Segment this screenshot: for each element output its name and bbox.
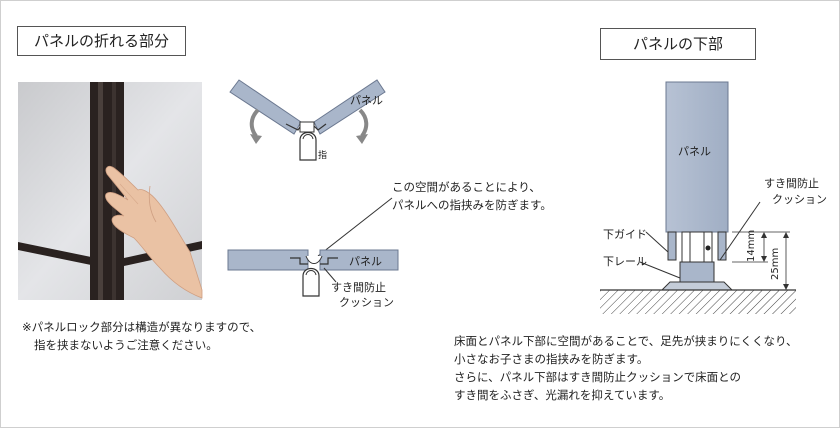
description-line-3: さらに、パネル下部はすき間防止クッションで床面との xyxy=(454,368,741,386)
panel-photo xyxy=(18,82,202,300)
callout-line-2: パネルへの指挟みを防ぎます。 xyxy=(392,198,552,212)
callout-line-1: この空間があることにより、 xyxy=(392,180,541,194)
description-line-4: すき間をふさぎ、光漏れを抑えています。 xyxy=(454,386,670,404)
description-line-2: 小さなお子さまの指挟みを防ぎます。 xyxy=(454,350,648,368)
lower-guide-label: 下ガイド xyxy=(603,228,647,241)
fold-diagram xyxy=(230,80,385,160)
flat-panel-label: パネル xyxy=(349,255,382,268)
bottom-cushion-line-1: すき間防止 xyxy=(764,176,819,190)
callout-leader xyxy=(318,198,392,256)
dim-14mm: 14mm xyxy=(746,230,757,262)
flat-cushion-line-1: すき間防止 xyxy=(331,280,386,294)
bottom-panel-label: パネル xyxy=(678,145,711,158)
dim-25mm: 25mm xyxy=(770,248,781,280)
caution-note-line-2: 指を挟まないようご注意ください。 xyxy=(34,336,218,354)
fold-panel-label: パネル xyxy=(350,94,383,107)
description-line-1: 床面とパネル下部に空間があることで、足先が挟まりにくくなり、 xyxy=(454,332,798,350)
caution-note-line-1: ※パネルロック部分は構造が異なりますので、 xyxy=(22,318,261,336)
bottom-cushion-line-2: クッション xyxy=(772,193,827,206)
finger-label: 指 xyxy=(318,149,327,161)
bottom-diagram xyxy=(600,82,796,314)
lower-rail-label: 下レール xyxy=(603,255,647,268)
flat-cushion-line-2: クッション xyxy=(339,296,394,309)
